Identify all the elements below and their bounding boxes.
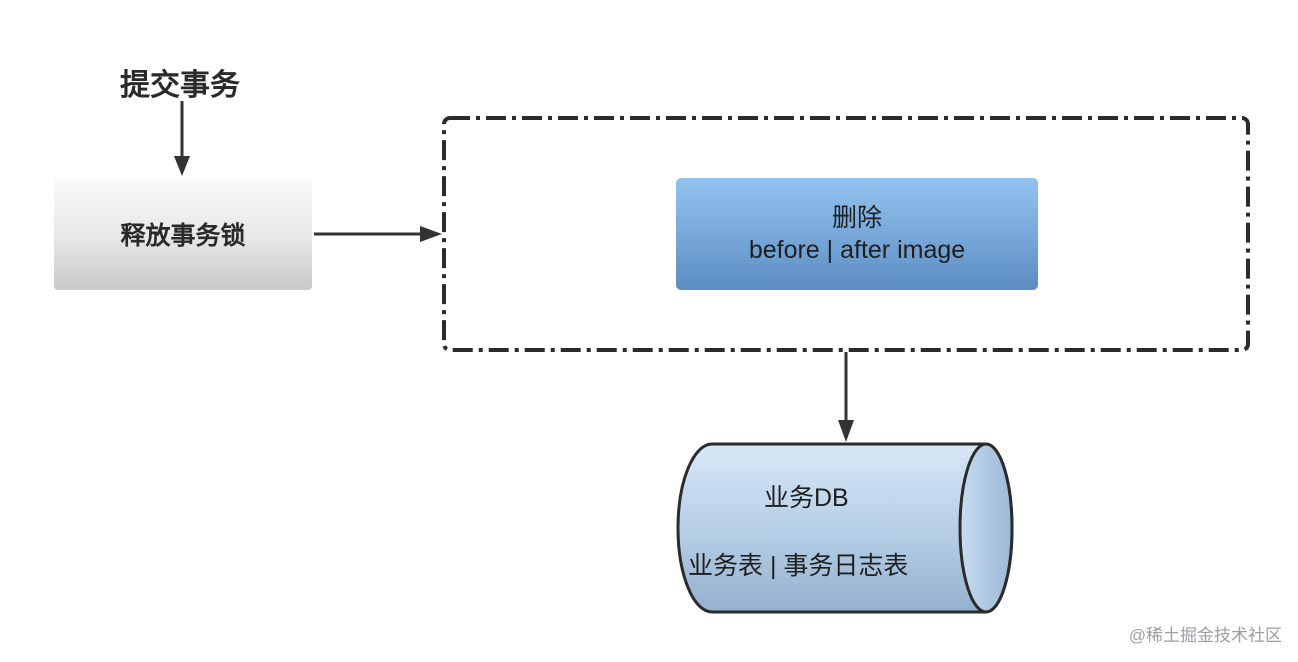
delete-image-box: 删除 before | after image	[676, 178, 1038, 290]
dashed-container	[442, 116, 1250, 352]
arrow-start-to-release	[174, 101, 190, 176]
image-label: before | after image	[748, 236, 966, 264]
database-tables-label: 业务表 | 事务日志表	[688, 552, 909, 580]
commit-transaction-label: 提交事务	[120, 68, 240, 103]
database-cylinder	[676, 442, 1014, 614]
release-lock-box: 释放事务锁	[54, 178, 312, 290]
database-title: 业务DB	[764, 484, 849, 512]
watermark: @稀土掘金技术社区	[1128, 626, 1282, 645]
delete-title: 删除	[831, 203, 882, 232]
release-lock-label: 释放事务锁	[120, 221, 246, 250]
arrow-container-to-db	[838, 352, 854, 442]
arrow-release-to-container	[314, 226, 442, 242]
